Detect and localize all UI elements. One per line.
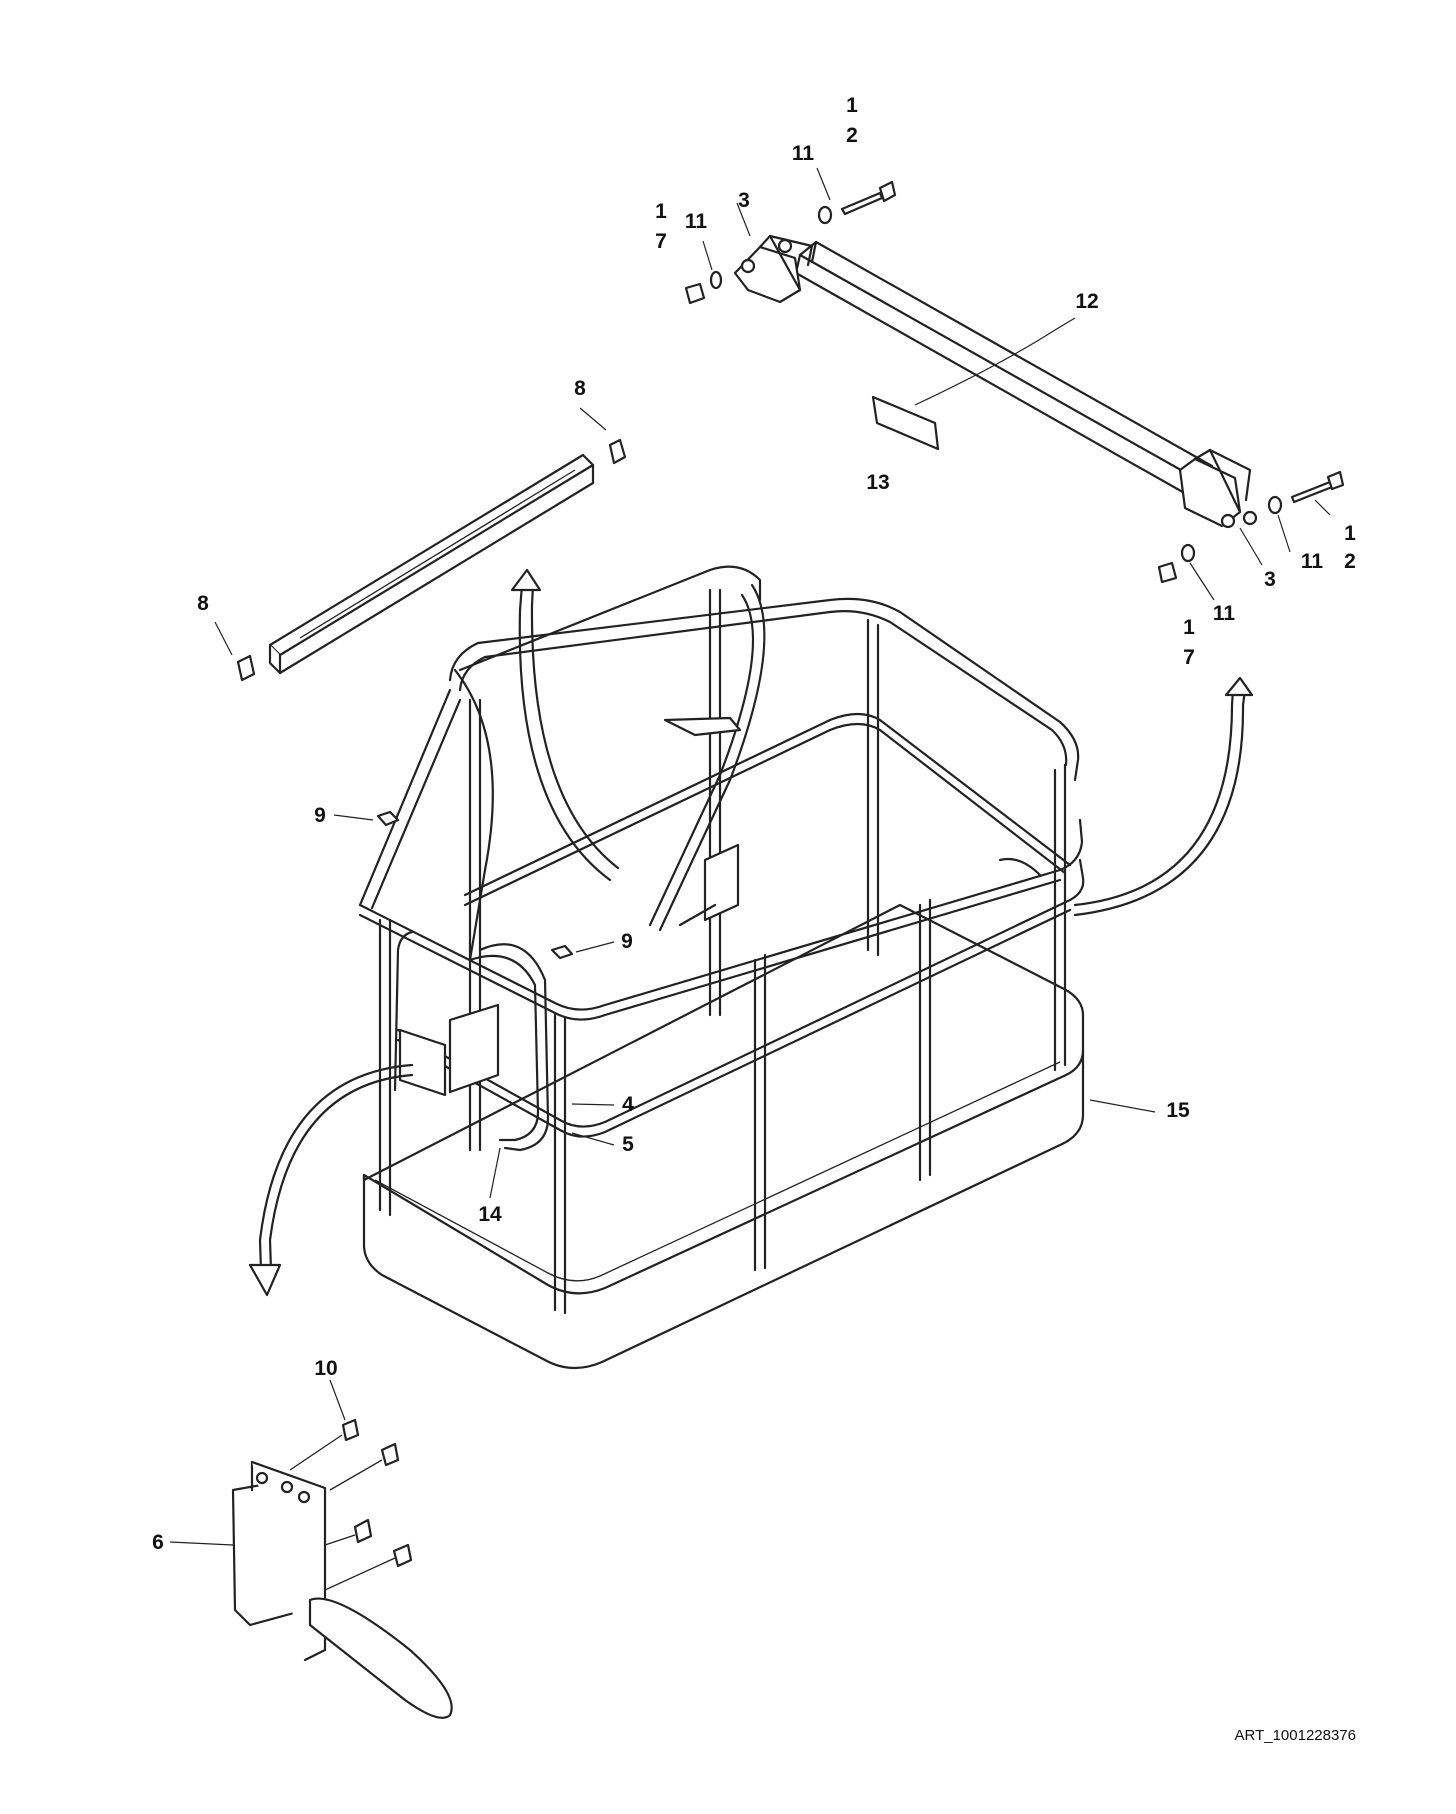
callout-5: 5 [622, 1133, 634, 1156]
callout-13: 13 [866, 471, 889, 494]
callout-2: 2 [1344, 550, 1356, 573]
end-cap-left [236, 654, 256, 682]
gate-latch [231, 1460, 453, 1719]
callout-1: 1 [1344, 522, 1356, 545]
callout-3: 3 [1264, 568, 1276, 591]
callout-7: 7 [655, 230, 667, 253]
latch-bolts [289, 1418, 413, 1591]
washer-top-left-a [817, 205, 833, 225]
callout-1: 1 [655, 200, 667, 223]
platform-basket [358, 565, 1085, 1370]
decal-plate [871, 395, 940, 451]
callout-8: 8 [197, 592, 209, 615]
callout-11: 11 [1301, 550, 1324, 573]
bolt-top-left [840, 180, 897, 216]
post-cap-left [376, 810, 400, 827]
support-beam [794, 240, 1214, 497]
washer-top-left-b [709, 270, 723, 290]
callout-labels: 1 2 11 3 11 1 7 12 13 1 2 11 3 11 1 7 8 … [152, 94, 1356, 1554]
rotation-arrow-right [1073, 676, 1254, 917]
callout-11: 11 [1213, 602, 1236, 625]
callout-7: 7 [1183, 646, 1195, 669]
nut-top-left [684, 282, 706, 305]
callout-1: 1 [1183, 616, 1195, 639]
callout-10: 10 [314, 1357, 337, 1380]
callout-15: 15 [1166, 1099, 1190, 1122]
callout-11: 11 [792, 142, 815, 165]
callout-2: 2 [846, 124, 858, 147]
callout-14: 14 [478, 1203, 502, 1226]
callout-9: 9 [621, 930, 633, 953]
callout-11: 11 [685, 210, 708, 233]
callout-12: 12 [1075, 290, 1098, 313]
nut-right [1157, 561, 1178, 584]
end-cap-right [608, 438, 627, 465]
bolt-right [1290, 470, 1345, 504]
callout-8: 8 [574, 377, 586, 400]
rail-channel [268, 453, 595, 675]
rotation-arrow-upper [510, 568, 620, 882]
leader-lines [169, 167, 1331, 1546]
washer-right-b [1180, 543, 1196, 563]
rotation-arrow-lower [248, 1063, 414, 1297]
callout-3: 3 [738, 189, 750, 212]
beam-bracket-right [1178, 448, 1258, 529]
callout-1: 1 [846, 94, 858, 117]
beam-bracket-left [733, 234, 814, 304]
washer-right-a [1267, 495, 1283, 515]
art-number: ART_1001228376 [1235, 1727, 1357, 1744]
callout-9: 9 [314, 804, 326, 827]
post-cap-front [550, 944, 574, 960]
callout-4: 4 [622, 1093, 634, 1116]
callout-6: 6 [152, 1531, 164, 1554]
